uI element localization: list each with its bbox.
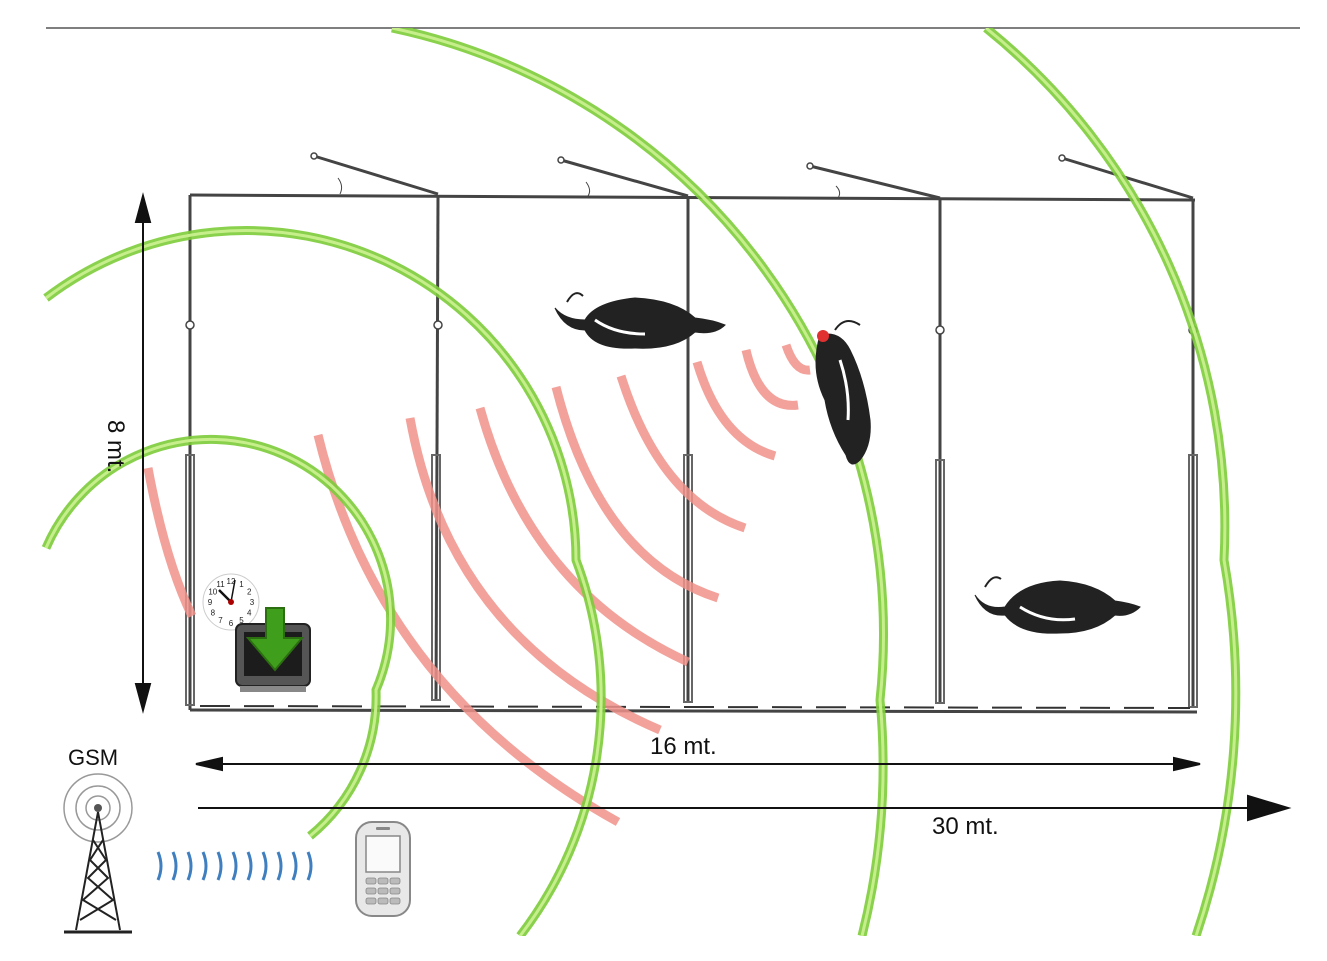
clock-numeral: 10 <box>208 588 217 597</box>
clock-numeral: 3 <box>250 598 255 607</box>
gsm-wave <box>201 851 208 881</box>
gsm-wave <box>156 851 163 881</box>
barn-frame <box>188 154 1198 714</box>
height-dimension-arrow <box>134 192 152 714</box>
clock-numeral: 7 <box>218 616 223 625</box>
inner-width-label: 16 mt. <box>650 733 717 760</box>
signal-waves <box>143 343 811 826</box>
datalogger-download-icon <box>235 607 311 692</box>
gsm-wave <box>276 851 283 881</box>
gsm-wave <box>261 851 268 881</box>
gsm-wave <box>291 851 298 881</box>
gsm-wave <box>186 851 193 881</box>
gsm-wave <box>171 851 178 881</box>
clock-numeral: 2 <box>247 588 252 597</box>
cow-icon <box>554 292 726 349</box>
gsm-wave <box>246 851 253 881</box>
clock-numeral: 6 <box>229 619 234 628</box>
gsm-wave <box>231 851 238 881</box>
gsm-label: GSM <box>68 745 118 770</box>
barn-floor-dashes <box>199 705 1191 709</box>
clock-numeral: 12 <box>227 577 236 586</box>
gsm-tower-icon <box>63 773 133 934</box>
outer-width-label: 30 mt. <box>932 813 999 840</box>
cow-icon <box>974 576 1141 634</box>
clock-numeral: 11 <box>216 580 225 589</box>
clock-numeral: 8 <box>211 609 216 618</box>
height-label: 8 mt. <box>102 420 129 473</box>
range-rings <box>41 28 1241 936</box>
gsm-wave <box>306 851 313 881</box>
cow-icon <box>815 320 871 465</box>
gsm-signal-waves <box>156 851 313 881</box>
clock-numeral: 5 <box>239 616 244 625</box>
clock-numeral: 1 <box>239 580 244 589</box>
mobile-phone-icon <box>355 821 411 917</box>
outer-width-dimension-arrow <box>198 794 1292 822</box>
inner-width-dimension-arrow <box>195 756 1201 772</box>
clock-numeral: 4 <box>247 609 252 618</box>
clock-numeral: 9 <box>208 598 213 607</box>
gsm-wave <box>216 851 223 881</box>
